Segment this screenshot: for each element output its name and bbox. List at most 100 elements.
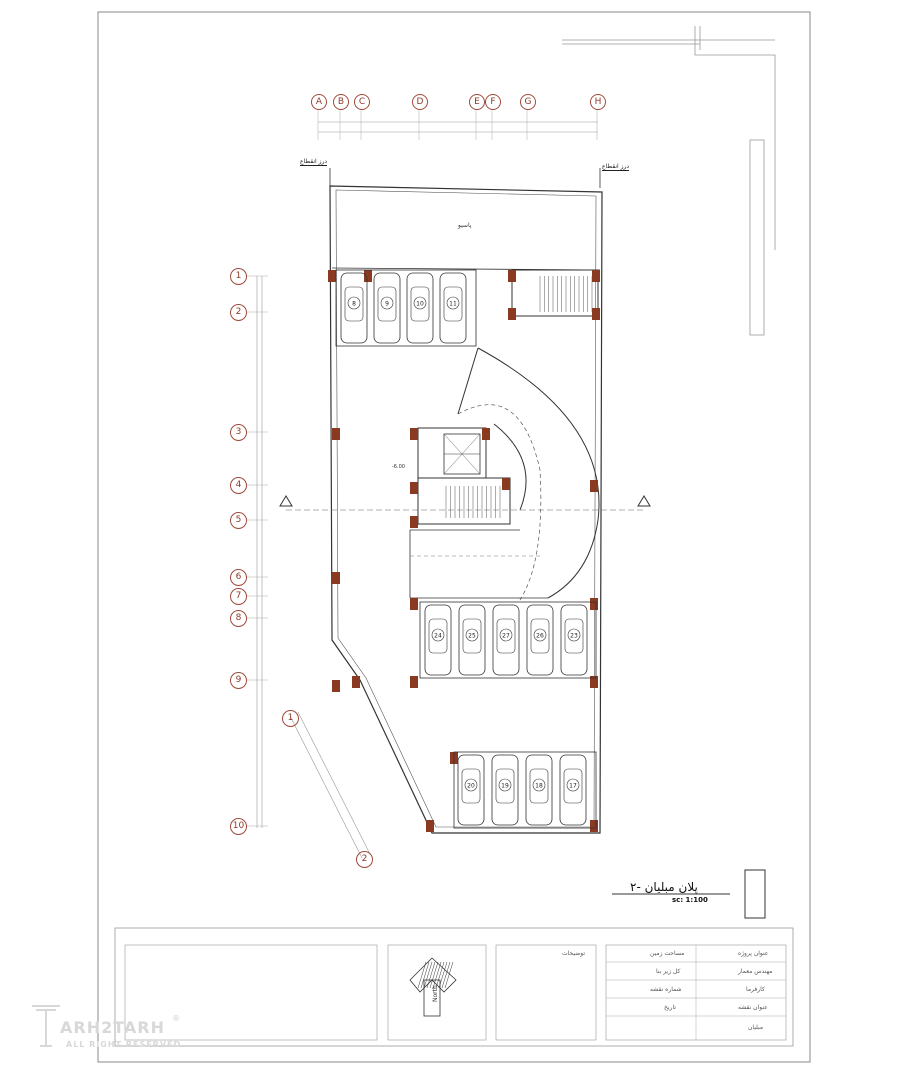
column-grid-bubble: F <box>485 94 501 110</box>
title-block <box>114 927 794 1047</box>
parking-car: 26 <box>526 604 554 676</box>
column-grid-bubble: E <box>469 94 485 110</box>
section-marker-left <box>279 495 293 507</box>
row-grid-bubble: 4 <box>230 477 247 494</box>
expansion-joint-label-right: درز انقطاع <box>602 163 630 171</box>
tb-land-area: مساحت زمین <box>650 950 685 957</box>
structural-column <box>482 428 490 440</box>
parking-car: 18 <box>525 754 553 826</box>
parking-number: 27 <box>502 633 510 640</box>
structural-column <box>332 680 340 692</box>
row-grid-bubble: 7 <box>230 588 247 605</box>
parking-car: 19 <box>491 754 519 826</box>
structural-column <box>590 676 598 688</box>
parking-number: 11 <box>449 301 457 308</box>
structural-column <box>364 270 372 282</box>
row-grid-bubble: 9 <box>230 672 247 689</box>
structural-column <box>332 572 340 584</box>
structural-column <box>332 428 340 440</box>
structural-column <box>410 428 418 440</box>
structural-column <box>508 270 516 282</box>
parking-number: 20 <box>467 783 475 790</box>
logo-name: ARH2TARH <box>60 1018 165 1037</box>
structural-column <box>592 308 600 320</box>
row-grid-bubble: 5 <box>230 512 247 529</box>
parking-car: 25 <box>458 604 486 676</box>
tb-sheet-number: شماره نقشه <box>650 986 682 993</box>
structural-column <box>590 820 598 832</box>
structural-column <box>502 478 510 490</box>
north-arrow-icon <box>409 957 457 1017</box>
parking-car: 10 <box>406 272 434 344</box>
parking-number: 8 <box>352 301 356 308</box>
tb-notes: توضیحات <box>562 950 586 957</box>
parking-number: 24 <box>434 633 442 640</box>
skew-grid-bubble: 1 <box>282 710 299 727</box>
structural-column <box>508 308 516 320</box>
level-label: -6.00 <box>392 464 405 470</box>
parking-car: 24 <box>424 604 452 676</box>
plan-title: پلان مبلیان -۲ <box>630 880 698 894</box>
structural-column <box>410 676 418 688</box>
parking-number: 26 <box>536 633 544 640</box>
row-grid-bubble: 2 <box>230 304 247 321</box>
structural-column <box>590 480 598 492</box>
logo-tagline: ALL RIGHT RESERVED <box>66 1040 182 1049</box>
structural-column <box>590 598 598 610</box>
parking-number: 10 <box>416 301 424 308</box>
parking-number: 25 <box>468 633 476 640</box>
stair-top <box>511 269 599 317</box>
tb-drawing-name: مبلیان <box>748 1024 764 1031</box>
elevator-core <box>417 427 487 479</box>
column-grid-bubble: H <box>590 94 606 110</box>
row-grid-bubble: 6 <box>230 569 247 586</box>
logo-mark-icon <box>32 1005 60 1047</box>
parking-car: 20 <box>457 754 485 826</box>
parking-number: 19 <box>501 783 509 790</box>
parking-number: 9 <box>385 301 389 308</box>
ramp <box>457 404 542 601</box>
site-line <box>749 139 765 336</box>
structural-column <box>328 270 336 282</box>
parking-car: 27 <box>492 604 520 676</box>
parking-number: 23 <box>570 633 578 640</box>
parking-number: 17 <box>569 783 577 790</box>
stair-core <box>417 477 511 525</box>
structural-column <box>352 676 360 688</box>
plan-title-box <box>744 869 766 919</box>
tb-architect: مهندس معمار <box>738 968 773 975</box>
column-grid-bubble: C <box>354 94 370 110</box>
building-outline <box>329 185 603 834</box>
lobby-label: پاسیو <box>458 222 472 229</box>
tb-employer: کارفرما <box>746 986 765 993</box>
tb-project-title: عنوان پروژه <box>738 950 769 957</box>
column-grid-bubble: D <box>412 94 428 110</box>
logo-reg: ® <box>172 1014 180 1023</box>
tb-total-area: کل زیر بنا <box>656 968 681 975</box>
parking-number: 18 <box>535 783 543 790</box>
structural-column <box>592 270 600 282</box>
structural-column <box>410 482 418 494</box>
plan-scale: sc: 1:100 <box>672 896 708 904</box>
tb-date: تاریخ <box>664 1004 676 1011</box>
skew-grid-bubble: 2 <box>356 851 373 868</box>
section-marker-right <box>637 495 651 507</box>
parking-car: 23 <box>560 604 588 676</box>
row-grid-bubble: 1 <box>230 268 247 285</box>
parking-car: 17 <box>559 754 587 826</box>
north-label: North <box>432 985 439 1002</box>
column-grid-bubble: G <box>520 94 536 110</box>
parking-car: 9 <box>373 272 401 344</box>
parking-car: 11 <box>439 272 467 344</box>
parking-car: 8 <box>340 272 368 344</box>
sheet-border <box>97 11 811 1063</box>
column-grid-bubble: A <box>311 94 327 110</box>
site-line <box>694 26 776 250</box>
column-grid-bubble: B <box>333 94 349 110</box>
structural-column <box>426 820 434 832</box>
row-grid-bubble: 10 <box>230 818 247 835</box>
row-grid-bubble: 3 <box>230 424 247 441</box>
structural-column <box>410 598 418 610</box>
tb-drawing-title: عنوان نقشه <box>738 1004 768 1011</box>
